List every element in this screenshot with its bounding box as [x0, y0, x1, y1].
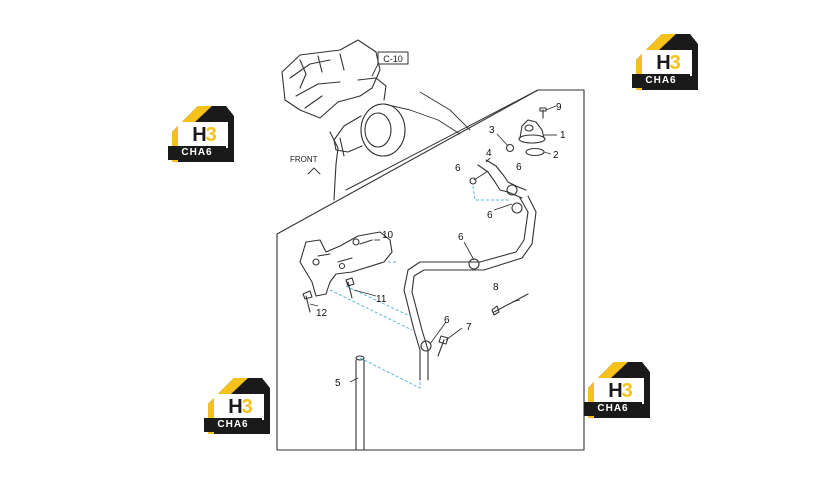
logo-digit: 3 — [205, 124, 217, 146]
part-bracket — [299, 231, 393, 297]
front-arrow — [307, 167, 321, 175]
watermark-logo-left: H3 CHA6 — [168, 102, 238, 172]
callout-4: 4 — [486, 148, 492, 159]
part-bolt-12 — [302, 290, 313, 313]
clamp-d — [420, 340, 432, 352]
part-pipe — [403, 195, 537, 381]
callout-8: 8 — [493, 282, 499, 293]
callout-6a: 6 — [455, 163, 461, 174]
part-bolt-9 — [539, 107, 547, 119]
logo-tag: CHA6 — [584, 402, 642, 416]
leader-bolt-clamp — [472, 185, 510, 201]
watermark-logo-top-right: H3 CHA6 — [632, 30, 702, 100]
callout-6b: 6 — [516, 162, 522, 173]
callout-2: 2 — [553, 150, 559, 161]
logo-digit: 3 — [669, 52, 681, 74]
callout-3: 3 — [489, 125, 495, 136]
leader-tube-pipe — [359, 357, 421, 389]
part-bolt-7 — [437, 335, 449, 357]
logo-tag: CHA6 — [632, 74, 690, 88]
clamp-b — [511, 202, 523, 214]
reference-box-label: C-10 — [383, 54, 403, 64]
logo-digit: 3 — [621, 380, 633, 402]
clamp-c — [468, 258, 480, 270]
logo-mark: H — [192, 124, 206, 146]
part-gasket — [525, 147, 545, 157]
callout-6e: 6 — [444, 315, 450, 326]
callout-9: 9 — [556, 102, 562, 113]
reference-box — [377, 51, 409, 65]
engine-illustration — [281, 39, 471, 201]
callout-12: 12 — [316, 308, 328, 319]
front-label: FRONT — [290, 155, 318, 164]
logo-tag: CHA6 — [204, 418, 262, 432]
part-nut-3 — [505, 143, 515, 153]
part-bolt-11 — [345, 277, 355, 299]
callout-5: 5 — [335, 378, 341, 389]
logo-mark: H — [608, 380, 622, 402]
callout-10: 10 — [382, 230, 394, 241]
part-hose — [477, 159, 527, 199]
logo-digit: 3 — [241, 396, 253, 418]
diagram-frame — [276, 89, 585, 451]
clamp-a — [506, 184, 518, 196]
callout-11: 11 — [376, 294, 387, 305]
bolt-6-left — [469, 177, 477, 185]
logo-tag: CHA6 — [168, 146, 226, 160]
logo-mark: H — [228, 396, 242, 418]
watermark-logo-bottom-right: H3 CHA6 — [584, 358, 654, 428]
callout-6c: 6 — [487, 210, 493, 221]
part-cap — [518, 119, 546, 144]
part-tube — [355, 359, 365, 451]
part-bolt-8 — [491, 293, 529, 316]
inset-divider — [345, 89, 539, 191]
logo-mark: H — [656, 52, 670, 74]
watermark-logo-bottom-left: H3 CHA6 — [204, 374, 274, 444]
callout-6d: 6 — [458, 232, 464, 243]
callout-7: 7 — [466, 322, 472, 333]
leader-bracket-pipe — [329, 289, 413, 331]
callout-1: 1 — [560, 130, 566, 141]
